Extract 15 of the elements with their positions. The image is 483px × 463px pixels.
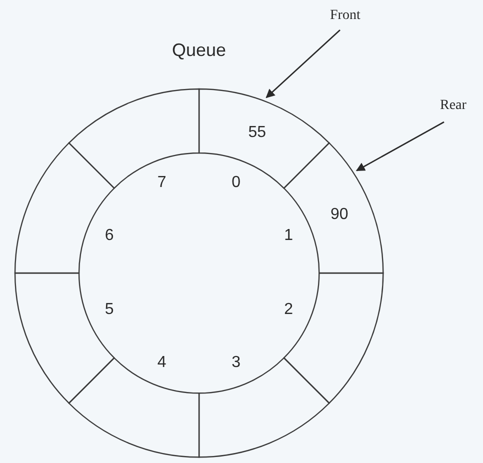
slot-index: 2	[284, 301, 294, 320]
slot-index: 1	[284, 226, 294, 245]
slot-index: 7	[157, 174, 166, 192]
arrow	[356, 121, 444, 172]
slot-index: 5	[104, 301, 114, 320]
slot-value: 55	[248, 124, 266, 142]
slot-index: 6	[104, 226, 114, 245]
pointer-label: Front	[330, 8, 360, 24]
pointer-label: Rear	[440, 98, 466, 114]
slot-index: 4	[157, 354, 166, 372]
title: Queue	[172, 40, 226, 61]
arrow	[266, 29, 340, 98]
slot-value: 90	[330, 206, 348, 224]
slot-index: 0	[232, 174, 241, 192]
slot-index: 3	[232, 354, 241, 372]
